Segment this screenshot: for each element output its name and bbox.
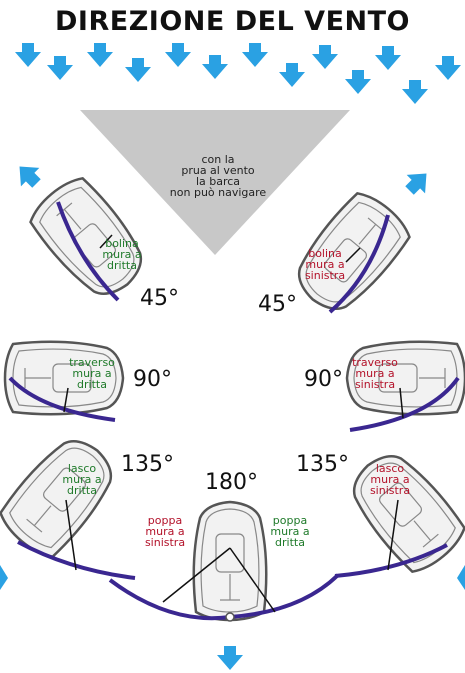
sail-bolina-dritta xyxy=(56,201,120,302)
wind-arrow-icon xyxy=(345,70,371,94)
diagram-title: DIREZIONE DEL VENTO xyxy=(55,6,410,37)
wind-arrow-icon xyxy=(125,58,151,82)
wind-arrow-icon xyxy=(165,43,191,67)
wind-arrow-icon xyxy=(435,56,461,80)
label-traverso-sinistra: traverso mura a sinistra xyxy=(352,356,398,391)
angle-90-left: 90° xyxy=(133,367,172,392)
angle-90-right: 90° xyxy=(304,367,343,392)
wind-arrow-icon xyxy=(87,43,113,67)
angle-45-right: 45° xyxy=(258,292,297,317)
sail-traverso-sinistra xyxy=(349,376,460,432)
label-poppa-sinistra: poppa mura a sinistra xyxy=(144,514,186,549)
wind-arrow-icon xyxy=(279,63,305,87)
label-lasco-sinistra: lasco mura a sinistra xyxy=(369,462,411,497)
wind-arrows xyxy=(15,43,461,104)
heading-arrow-icon xyxy=(400,164,436,200)
sail-lasco-dritta xyxy=(17,540,136,580)
heading-arrow-icon xyxy=(10,157,46,193)
wind-arrow-icon xyxy=(15,43,41,67)
wind-arrow-icon xyxy=(402,80,428,104)
wind-arrow-icon xyxy=(202,55,228,79)
heading-arrow-icon xyxy=(0,565,8,590)
no-go-zone-label: con la prua al vento la barca non può na… xyxy=(169,153,267,199)
label-bolina-sinistra: bolina mura a sinistra xyxy=(304,247,346,282)
wind-arrow-icon xyxy=(242,43,268,67)
label-bolina-dritta: bolina mura a dritta xyxy=(102,237,142,272)
label-poppa-dritta: poppa mura a dritta xyxy=(270,514,310,549)
no-go-zone xyxy=(80,110,350,255)
wind-arrow-icon xyxy=(47,56,73,80)
heading-arrow-icon xyxy=(217,646,243,670)
angle-135-left: 135° xyxy=(121,452,174,477)
heading-arrow-icon xyxy=(457,565,465,590)
angle-45-left: 45° xyxy=(140,286,179,311)
sail-traverso-dritta xyxy=(8,376,116,422)
sail-bolina-sinistra xyxy=(328,214,390,314)
label-traverso-dritta: traverso mura a dritta xyxy=(69,356,115,391)
wind-arrow-icon xyxy=(375,46,401,70)
angle-135-right: 135° xyxy=(296,452,349,477)
boat-poppa xyxy=(192,500,268,622)
sail-lasco-sinistra xyxy=(334,543,448,578)
wind-arrow-icon xyxy=(312,45,338,69)
angle-180: 180° xyxy=(205,470,258,495)
label-lasco-dritta: lasco mura a dritta xyxy=(62,462,102,497)
